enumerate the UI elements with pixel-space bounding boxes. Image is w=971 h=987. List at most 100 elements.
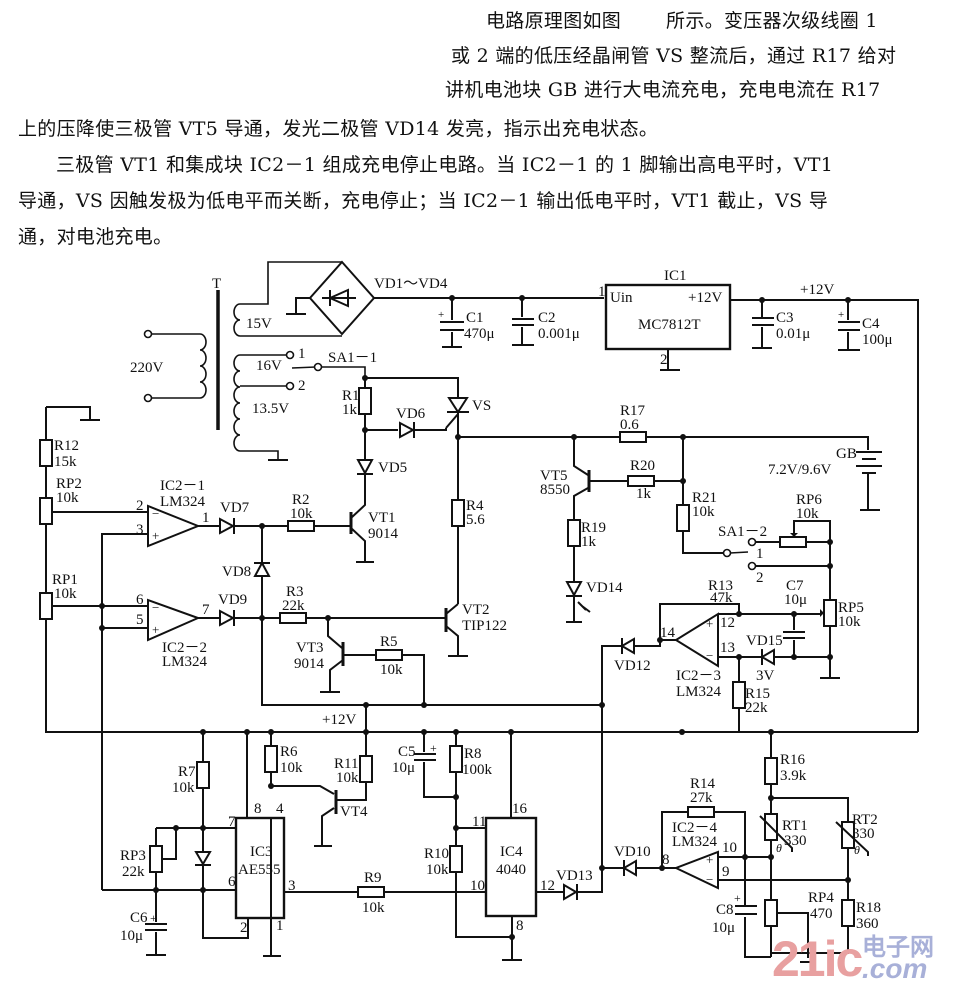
r8-label: R8	[464, 746, 482, 762]
paragraph-line-4: 上的压降使三极管 VT5 导通，发光二极管 VD14 发亮，指示出充电状态。	[18, 118, 659, 140]
regulator-ic1: IC1 Uin +12V MC7812T 1 2	[598, 268, 732, 371]
r17-label: R17	[620, 403, 646, 419]
transistor-vt4: VT4	[271, 782, 368, 847]
diode-vd12: VD12	[601, 637, 661, 705]
rp6-value: 10k	[796, 506, 819, 522]
rp5-value: 10k	[838, 614, 861, 630]
resistor-r10: R10 10k	[424, 845, 512, 938]
ic22-label: IC2－2	[162, 640, 207, 656]
r14-label: R14	[690, 776, 716, 792]
tap-1-label: 1	[298, 346, 306, 362]
rp2-value: 10k	[56, 490, 79, 506]
paragraph-line-2: 或 2 端的低压经晶闸管 VS 整流后，通过 R17 给对	[451, 45, 897, 67]
ic23-pin12: 12	[720, 615, 735, 631]
diode-ic3-timing	[194, 828, 249, 939]
zener-vd15: VD15 3V	[746, 633, 830, 684]
vt4-label: VT4	[340, 804, 368, 820]
ic1-out-label: +12V	[688, 290, 722, 306]
c6-value: 10μ	[120, 928, 143, 944]
r4-value: 5.6	[466, 512, 485, 528]
ic22-pin7: 7	[202, 602, 210, 618]
vs-label: VS	[472, 398, 491, 414]
rp4-label: RP4	[808, 890, 834, 906]
ic21-pin3: 3	[136, 522, 144, 538]
ic23-pin13: 13	[720, 640, 735, 656]
capacitor-c8: + C8 10μ	[712, 891, 757, 936]
diode-vd13: VD13	[536, 705, 603, 901]
ic3-pin4: 4	[276, 801, 284, 817]
rp2-label: RP2	[56, 476, 82, 492]
svg-text:−: −	[706, 648, 713, 663]
capacitor-c1: + C1 470μ	[438, 298, 495, 348]
ic22-part: LM324	[162, 654, 208, 670]
c8-label: C8	[716, 902, 734, 918]
resistor-r14: R14 27k	[687, 776, 716, 818]
r3-label: R3	[286, 584, 304, 600]
resistor-r21: R21 10k	[676, 437, 724, 554]
sec3-voltage-label: 13.5V	[252, 401, 289, 417]
svg-text:+: +	[150, 911, 157, 925]
ic24-pin8: 8	[662, 852, 670, 868]
potentiometer-rp2: RP2 10k	[39, 476, 148, 593]
bridge-rectifier: VD1～VD4	[286, 260, 448, 336]
ic21-part: LM324	[160, 494, 206, 510]
r19-label: R19	[581, 520, 606, 536]
rp3-label: RP3	[120, 848, 146, 864]
ic3-pin2: 2	[240, 920, 248, 936]
vt1-part: 9014	[368, 526, 399, 542]
vd10-label: VD10	[614, 844, 651, 860]
ic22-pin5: 5	[136, 612, 144, 628]
bridge-label: VD1～VD4	[374, 276, 448, 292]
ic1-part: MC7812T	[638, 317, 701, 333]
resistor-r5: R5 10k	[375, 634, 403, 678]
ic3-part: AE555	[238, 862, 281, 878]
r1-label: R1	[342, 388, 360, 404]
capacitor-c2: C2 0.001μ	[512, 298, 580, 346]
r9-value: 10k	[362, 900, 385, 916]
rp1-value: 10k	[54, 586, 77, 602]
paragraph-line-7: 通，对电池充电。	[18, 226, 173, 248]
transistor-vt1: VT1 9014	[349, 500, 399, 563]
r17-value: 0.6	[620, 417, 639, 433]
ic3-label: IC3	[250, 844, 273, 860]
resistor-r4: R4 5.6	[451, 437, 485, 604]
opamp-ic2-3: + − 12 13 14 IC2－3 LM324	[659, 603, 820, 700]
rt1-theta: θ	[776, 841, 782, 855]
rt2-value: 330	[852, 826, 875, 842]
diode-vd7: VD7	[198, 500, 288, 535]
resistor-r12: R12 15k	[39, 407, 79, 498]
ic21-pin2: 2	[136, 498, 144, 514]
resistor-r19: R19 1k	[567, 519, 606, 582]
watermark-21ic: 21ic	[772, 931, 863, 987]
r8-value: 100k	[462, 762, 493, 778]
ic1-label: IC1	[664, 268, 687, 284]
rp1-label: RP1	[52, 572, 78, 588]
svg-text:+: +	[438, 309, 444, 321]
counter-ic4: IC4 4040 11 16 10 12 8	[470, 732, 555, 961]
vd7-label: VD7	[220, 500, 250, 516]
transistor-vt5: VT5 8550	[540, 437, 591, 520]
ic4-pin12: 12	[540, 878, 555, 894]
r21-label: R21	[692, 490, 717, 506]
vt2-label: VT2	[462, 602, 490, 618]
ic4-pin10: 10	[470, 878, 485, 894]
diode-vd6: VD6	[365, 406, 447, 439]
ic3-pin6: 6	[228, 874, 236, 890]
diode-vd10: VD10	[602, 844, 662, 877]
ic24-pin9: 9	[722, 864, 730, 880]
svg-text:+: +	[706, 616, 713, 631]
r19-value: 1k	[581, 534, 597, 550]
r20-label: R20	[630, 458, 655, 474]
r20-value: 1k	[636, 486, 652, 502]
potentiometer-rp6: RP6 10k	[779, 492, 831, 600]
ic3-pin1: 1	[276, 918, 284, 934]
rp5-label: RP5	[838, 600, 864, 616]
r13-label: R13	[708, 578, 733, 594]
vd15-label: VD15	[746, 633, 783, 649]
vd13-label: VD13	[556, 868, 593, 884]
battery-gb: GB 7.2V/9.6V	[768, 446, 882, 511]
resistor-r9: R9 10k	[284, 870, 456, 916]
r13-value: 47k	[710, 590, 733, 606]
capacitor-c3: C3 0.01μ	[752, 300, 810, 349]
r14-value: 27k	[690, 790, 713, 806]
